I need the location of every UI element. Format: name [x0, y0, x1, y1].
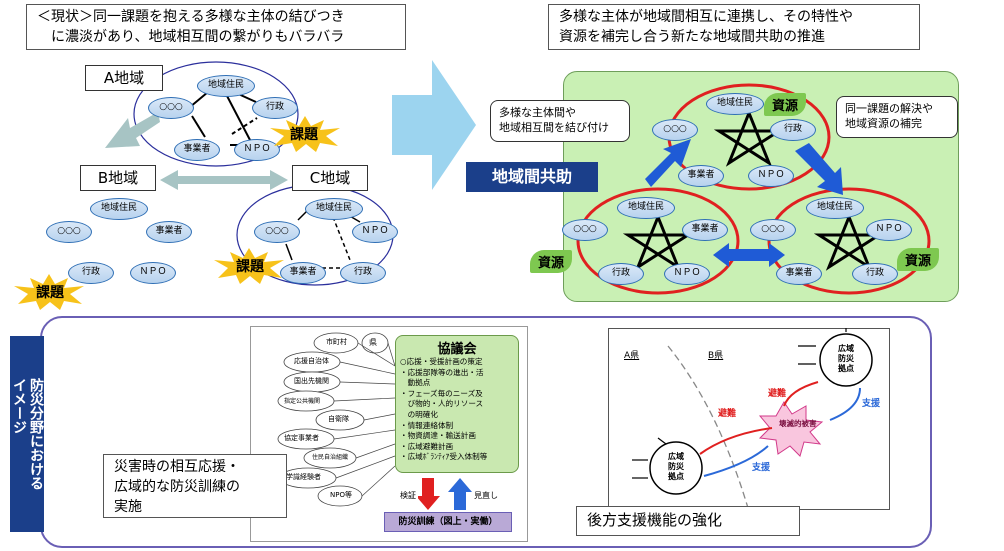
arrow-b-c: [160, 170, 288, 190]
actor-2: 応援自治体: [294, 357, 329, 365]
actor-7: 住民自治組織: [312, 454, 349, 461]
actor-1: 県: [369, 338, 377, 347]
region-a-label: A地域: [85, 65, 163, 91]
r1-node-npo: ＮＰＯ: [748, 165, 794, 187]
council-actors: [277, 332, 396, 507]
c-node-gov: 行政: [340, 262, 386, 284]
base-bottom: 広域 防災 拠点: [668, 452, 684, 481]
issue-label-a: 課題: [290, 127, 318, 143]
resource-tag-top: 資源: [764, 93, 807, 116]
caption-mutual-support: 災害時の相互応援・ 広域的な防災訓練の 実施: [103, 454, 287, 518]
region-b-label: B地域: [80, 165, 156, 191]
a-node-residents: 地域住民: [197, 75, 255, 97]
actor-0: 市町村: [326, 338, 347, 346]
council-box: 協議会 ○応援・受援計画の策定 ・応援部隊等の進出・活 動拠点 ・フェーズ毎のニ…: [395, 335, 519, 473]
b-node-gov: 行政: [68, 262, 114, 284]
council-title: 協議会: [437, 342, 477, 357]
resource-tag-right: 資源: [897, 248, 940, 271]
arrow-a-b: [105, 112, 160, 148]
r1-node-gov: 行政: [770, 119, 816, 141]
base-top: 広域 防災 拠点: [838, 344, 854, 373]
disaster-side-label: 防災分野における イメージ: [10, 336, 44, 532]
evac-label-2: 避難: [768, 389, 787, 399]
resource-tag-left: 資源: [530, 250, 573, 273]
r3-node-biz: 事業者: [776, 263, 822, 285]
actor-6: 協定事業者: [284, 434, 319, 442]
r2-node-ooo: ○○○: [562, 219, 608, 241]
c-node-npo: ＮＰＯ: [352, 221, 398, 243]
a-node-gov: 行政: [252, 97, 298, 119]
caption-rear-support: 後方支援機能の強化: [576, 506, 800, 536]
r2-node-biz: 事業者: [682, 219, 728, 241]
actor-9: NPO等: [330, 491, 352, 499]
region-a-ellipse: [133, 61, 299, 167]
r3-node-npo: ＮＰＯ: [866, 219, 912, 241]
region-c-links: [285, 209, 361, 269]
evac-label-1: 避難: [718, 409, 737, 419]
mutual-aid-diagram: [576, 83, 931, 295]
verify-label: 検証: [400, 491, 416, 500]
issue-burst-b: [14, 274, 84, 310]
issue-burst-c: [214, 248, 284, 284]
pref-b-label: B県: [708, 351, 724, 361]
r2-node-gov: 行政: [598, 263, 644, 285]
r1-node-ooo: ○○○: [652, 119, 698, 141]
r3-node-gov: 行政: [852, 263, 898, 285]
actor-8: 学識経験者: [286, 473, 321, 481]
b-node-biz: 事業者: [146, 221, 192, 243]
support-label-1: 支援: [862, 399, 881, 409]
issue-burst-a: [270, 116, 340, 152]
r1-node-biz: 事業者: [678, 165, 724, 187]
council-items: ○応援・受援計画の策定 ・応援部隊等の進出・活 動拠点 ・フェーズ毎のニーズ及 …: [400, 357, 488, 462]
c-node-biz: 事業者: [280, 262, 326, 284]
b-node-npo: ＮＰＯ: [130, 262, 176, 284]
r3-node-residents: 地域住民: [806, 197, 864, 219]
review-label: 見直し: [474, 491, 498, 500]
transition-arrow: [392, 60, 476, 190]
r2-node-residents: 地域住民: [617, 197, 675, 219]
r2-node-npo: ＮＰＯ: [664, 263, 710, 285]
actor-3: 国出先機関: [294, 377, 329, 385]
a-node-biz: 事業者: [174, 139, 220, 161]
region-a-links: [189, 91, 258, 146]
c-node-ooo: ○○○: [254, 221, 300, 243]
a-node-ooo: ○○○: [148, 97, 194, 119]
callout-solve: 同一課題の解決や 地域資源の補完: [836, 96, 958, 138]
actor-5: 自衛隊: [328, 415, 349, 423]
training-bar: 防災訓練（図上・実働）: [384, 512, 512, 532]
current-situation-title: ＜現状＞同一課題を抱える多様な主体の結びつき に濃淡があり、地域相互間の繋がりも…: [26, 4, 406, 50]
c-node-residents: 地域住民: [305, 198, 363, 220]
a-node-npo: ＮＰＯ: [234, 139, 280, 161]
issue-label-b: 課題: [36, 285, 64, 301]
support-label-2: 支援: [752, 463, 771, 473]
damage-label: 壊滅的被害: [779, 419, 817, 428]
pref-a-label: A県: [624, 351, 640, 361]
region-c-label: C地域: [292, 165, 368, 191]
b-node-ooo: ○○○: [46, 221, 92, 243]
issue-label-c: 課題: [236, 259, 264, 275]
rear-support-diagram: [632, 328, 873, 508]
verify-review-arrows: [418, 478, 472, 510]
r1-node-residents: 地域住民: [706, 93, 764, 115]
r3-node-ooo: ○○○: [750, 219, 796, 241]
mutual-aid-title: 多様な主体が地域間相互に連携し、その特性や 資源を補完し合う新たな地域間共助の推…: [548, 4, 920, 50]
b-node-residents: 地域住民: [90, 198, 148, 220]
actor-4: 指定公共機関: [284, 398, 321, 405]
mutual-aid-banner: 地域間共助: [466, 162, 598, 192]
callout-connect: 多様な主体間や 地域相互間を結び付け: [490, 100, 630, 142]
